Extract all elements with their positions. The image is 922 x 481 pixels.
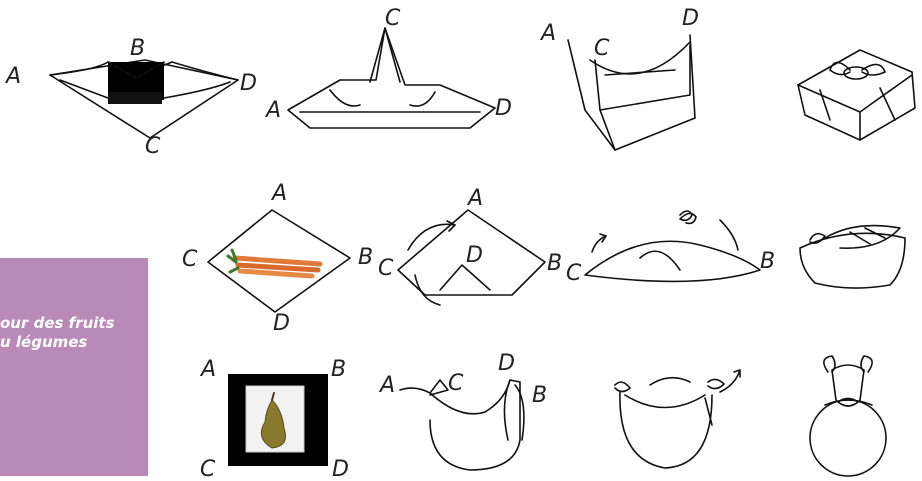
label-c: C [378,256,394,281]
label-b: B [760,249,775,274]
carrots-image [228,250,320,276]
label-c: C [182,247,198,272]
label-a: A [466,186,483,211]
step-carrot-2: A D C B [378,186,562,305]
label-b: B [547,251,562,276]
step-pear-2: A C D B [378,351,547,470]
label-d: D [273,311,290,336]
label-b: B [331,357,346,382]
step-carrot-4 [800,226,905,289]
label-c: C [200,457,216,481]
step-box-4 [798,50,915,140]
step-pear-1: A B C D [199,357,349,481]
label-b: B [532,383,547,408]
label-d: D [498,351,515,376]
label-c: C [145,134,161,159]
label-c: C [448,371,464,396]
step-pear-4 [810,356,886,476]
step-box-2: C A D [264,6,512,128]
label-c: C [385,6,401,31]
label-c: C [594,36,610,61]
step-carrot-1: A B C D [182,181,373,336]
step-box-1: B A D C [4,36,257,159]
step-carrot-3: C B [566,211,775,286]
label-a: A [199,357,216,382]
label-d: D [495,96,512,121]
label-a: A [270,181,287,206]
label-d: D [332,457,349,481]
label-a: A [378,373,395,398]
label-a: A [4,64,21,89]
label-d: D [240,71,257,96]
label-d: D [682,6,699,31]
label-c: C [566,261,582,286]
label-d: D [466,243,483,268]
label-b: B [130,36,145,61]
step-box-3: A C D [539,6,699,150]
label-a: A [539,21,556,46]
label-a: A [264,98,281,123]
label-b: B [358,245,373,270]
step-pear-3 [615,370,740,468]
